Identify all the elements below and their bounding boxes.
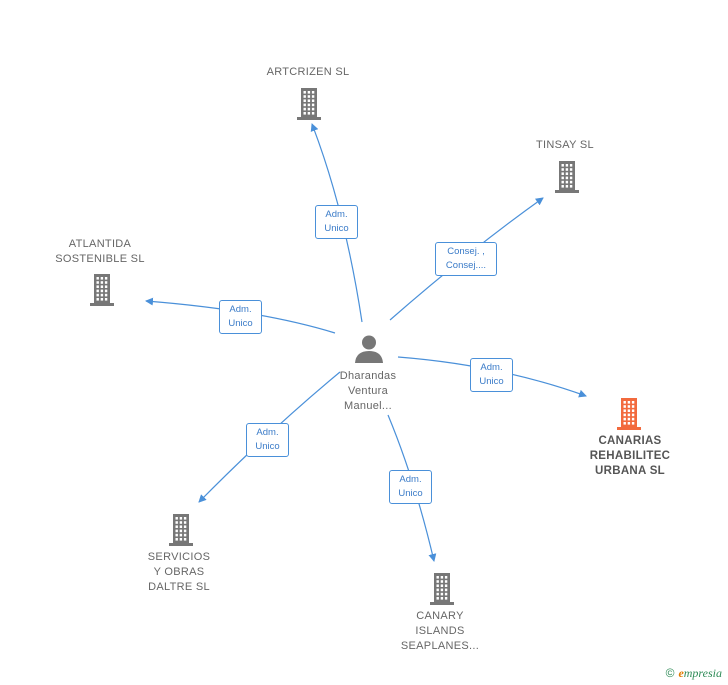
company-name-artcrizen[interactable]: ARTCRIZEN SL xyxy=(266,66,350,78)
brand-footer: ©empresia xyxy=(666,666,722,681)
building-icon[interactable] xyxy=(87,272,117,306)
relation-label-artcrizen[interactable]: Adm. Unico xyxy=(315,205,358,239)
copyright-symbol: © xyxy=(665,666,675,680)
building-icon[interactable] xyxy=(552,159,582,193)
relation-label-tinsay[interactable]: Consej. , Consej.... xyxy=(435,242,497,276)
relation-label-canarias[interactable]: Adm. Unico xyxy=(470,358,513,392)
building-icon[interactable] xyxy=(166,512,196,546)
company-name-canarias[interactable]: CANARIAS REHABILITEC URBANA SL xyxy=(589,435,671,477)
building-icon[interactable] xyxy=(294,86,324,120)
center-person-name[interactable]: Dharandas Ventura Manuel... xyxy=(339,370,397,412)
brand-initial: e xyxy=(678,666,684,680)
company-name-tinsay[interactable]: TINSAY SL xyxy=(536,139,594,151)
relation-label-servicios[interactable]: Adm. Unico xyxy=(246,423,289,457)
company-name-atlantida[interactable]: ATLANTIDA SOSTENIBLE SL xyxy=(55,238,145,265)
company-name-canary[interactable]: CANARY ISLANDS SEAPLANES... xyxy=(400,610,480,652)
relation-label-atlantida[interactable]: Adm. Unico xyxy=(219,300,262,334)
building-icon[interactable] xyxy=(427,571,457,605)
relation-label-canary[interactable]: Adm. Unico xyxy=(389,470,432,504)
brand-name: mpresia xyxy=(683,666,722,680)
person-icon[interactable] xyxy=(354,334,384,364)
building-icon-highlighted[interactable] xyxy=(614,396,644,430)
company-name-servicios[interactable]: SERVICIOS Y OBRAS DALTRE SL xyxy=(147,551,211,593)
